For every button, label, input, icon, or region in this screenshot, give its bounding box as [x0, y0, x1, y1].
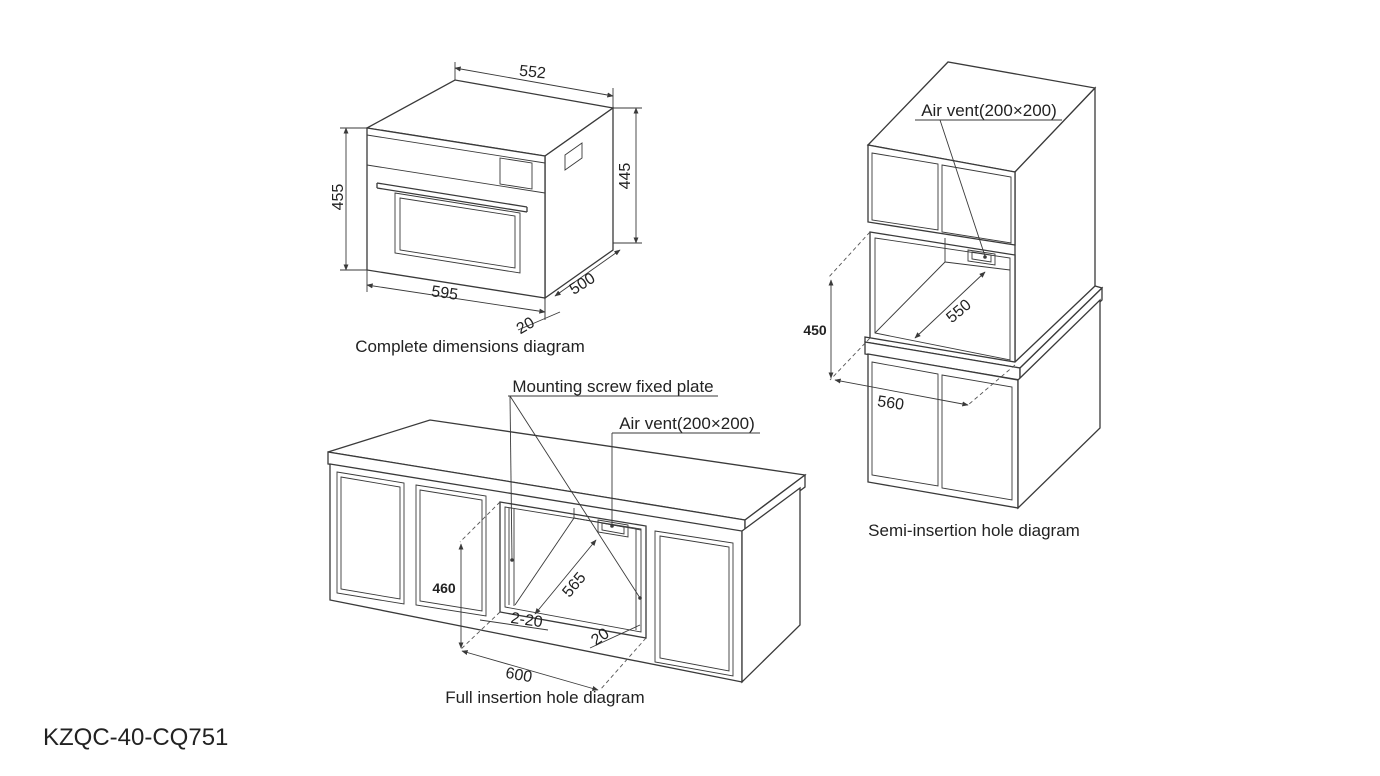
dim-height-445: 445: [617, 163, 634, 190]
oven-side-vent: [564, 142, 583, 171]
caption-semi: Semi-insertion hole diagram: [868, 521, 1080, 540]
caption-full: Full insertion hole diagram: [445, 688, 644, 707]
semi-air-vent-label: Air vent(200×200): [921, 101, 1057, 120]
full-air-vent: [597, 519, 629, 538]
oven-window: [394, 192, 521, 274]
semi-lower-front: [867, 353, 1019, 509]
oven-handle: [376, 182, 528, 208]
full-dim-2-20: 2-20: [510, 610, 544, 631]
full-door-1: [336, 471, 405, 605]
semi-upper-door-right: [941, 164, 1012, 244]
caption-complete: Complete dimensions diagram: [355, 337, 585, 356]
full-air-vent-label: Air vent(200×200): [619, 414, 755, 433]
full-door-2: [415, 484, 487, 617]
full-mounting-label: Mounting screw fixed plate: [512, 377, 713, 396]
full-dim-600: 600: [504, 665, 533, 686]
semi-lower-door-left: [871, 361, 939, 487]
full-dim-460: 460: [432, 580, 456, 596]
semi-lower-door-right: [941, 374, 1013, 501]
semi-air-vent: [967, 249, 996, 266]
full-cabinet: Mounting screw fixed plate Air vent(200×…: [327, 377, 807, 691]
semi-upper-door-left: [871, 152, 939, 231]
dim-width-595: 595: [430, 283, 459, 304]
oven-display: [499, 157, 533, 190]
model-number: KZQC-40-CQ751: [43, 724, 228, 751]
dim-height-455: 455: [330, 184, 347, 211]
semi-dim-560: 560: [876, 393, 905, 414]
semi-dim-450: 450: [803, 322, 827, 338]
semi-cabinet: Air vent(200×200) 450 550 560: [803, 61, 1104, 510]
dim-width-552: 552: [518, 63, 546, 83]
full-door-3: [654, 530, 734, 677]
dim-offset-20: 20: [514, 314, 538, 338]
oven-drawing: 552 445 455 595 500 20: [330, 62, 642, 338]
